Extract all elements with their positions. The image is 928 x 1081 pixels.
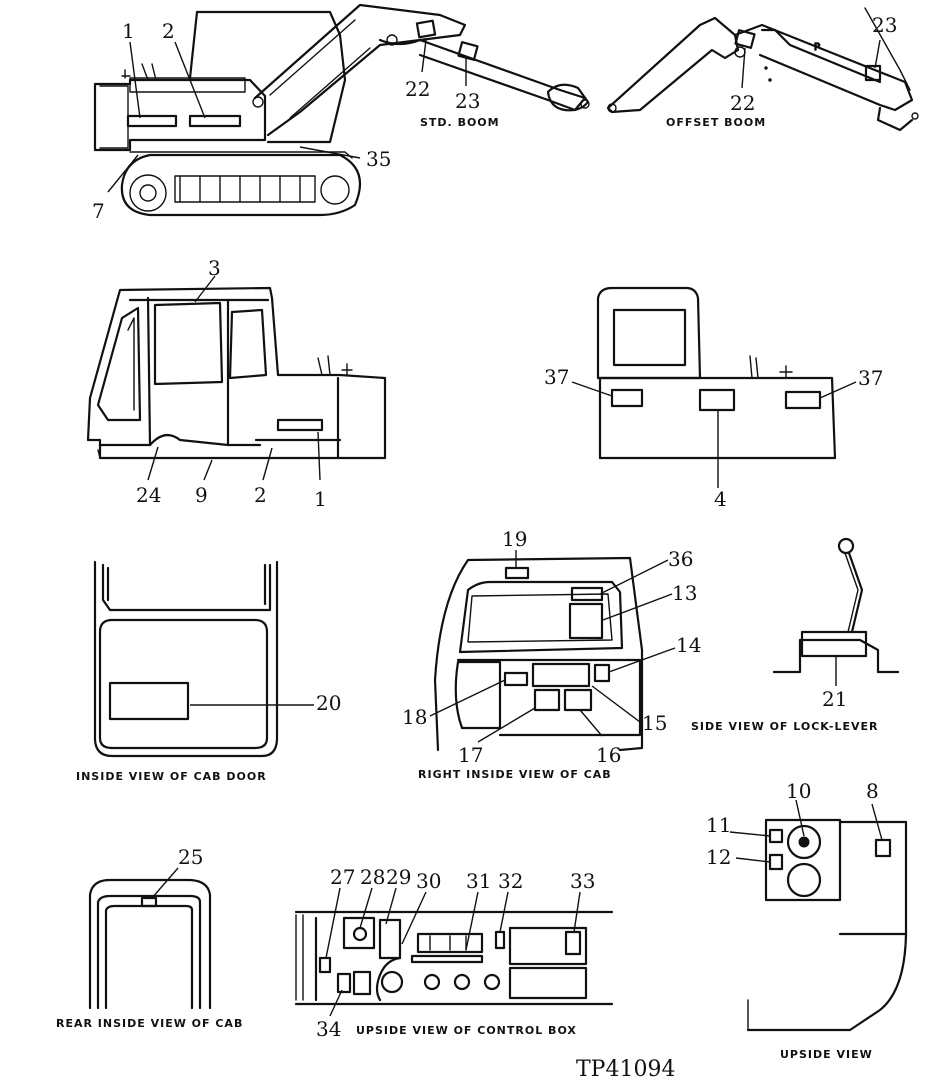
lock-lever-drawing <box>772 537 900 674</box>
callout-13: 13 <box>672 581 697 605</box>
figure-id: TP41094 <box>576 1057 675 1081</box>
callout-27: 27 <box>330 865 355 889</box>
callout-8: 8 <box>866 779 879 803</box>
callout-17: 17 <box>458 743 483 767</box>
callout-4: 4 <box>714 487 727 511</box>
callout-2: 2 <box>162 19 175 43</box>
callout-15: 15 <box>642 711 667 735</box>
callout-22-offset: 22 <box>730 91 755 115</box>
control-callout-leaders <box>325 887 581 1017</box>
lock-lever-caption: SIDE VIEW OF LOCK-LEVER <box>691 720 878 733</box>
callout-37-left: 37 <box>544 365 569 389</box>
callout-23-offset: 23 <box>872 13 897 37</box>
offset-boom-caption: OFFSET BOOM <box>666 116 766 129</box>
callout-1-cab: 1 <box>314 487 327 511</box>
rear-callout-leaders <box>571 381 857 488</box>
callout-33: 33 <box>570 869 595 893</box>
machine-callouts: 1 2 22 23 7 35 <box>92 19 480 223</box>
right-cab-callout-leaders <box>429 550 676 743</box>
callout-34: 34 <box>316 1017 341 1041</box>
cab-side-callout-leaders <box>147 275 321 481</box>
callout-35: 35 <box>366 147 391 171</box>
callout-25: 25 <box>178 845 203 869</box>
callout-25-leader <box>151 867 179 899</box>
rear-inside-cab-drawing <box>88 878 212 1010</box>
std-boom-caption: STD. BOOM <box>420 116 500 129</box>
callout-28: 28 <box>360 865 385 889</box>
callout-24: 24 <box>136 483 161 507</box>
svg-text:P: P <box>814 42 820 53</box>
callout-37-right: 37 <box>858 366 883 390</box>
callout-11: 11 <box>706 813 731 837</box>
upside-view-drawing <box>746 818 908 1032</box>
upside-callout-leaders <box>729 799 883 863</box>
callout-2-cab: 2 <box>254 483 267 507</box>
callout-3: 3 <box>208 256 221 280</box>
control-box-drawing <box>294 910 614 1006</box>
callout-36: 36 <box>668 547 693 571</box>
callout-30: 30 <box>416 869 441 893</box>
callout-1: 1 <box>122 19 135 43</box>
cab-side-view-drawing <box>86 286 387 460</box>
callout-21: 21 <box>822 687 847 711</box>
callout-9: 9 <box>195 483 208 507</box>
upside-view-caption: UPSIDE VIEW <box>780 1048 873 1061</box>
callout-18: 18 <box>402 705 427 729</box>
offset-callout-leaders <box>741 39 881 89</box>
callout-22: 22 <box>405 77 430 101</box>
cab-door-drawing <box>93 560 279 758</box>
std-boom-excavator-drawing <box>93 3 590 217</box>
callout-19: 19 <box>502 527 527 551</box>
callout-31: 31 <box>466 869 491 893</box>
callout-12: 12 <box>706 845 731 869</box>
control-box-caption: UPSIDE VIEW OF CONTROL BOX <box>356 1024 577 1037</box>
callout-10: 10 <box>786 779 811 803</box>
rear-inside-cab-caption: REAR INSIDE VIEW OF CAB <box>56 1017 243 1030</box>
right-inside-cab-drawing <box>433 556 644 752</box>
callout-14: 14 <box>676 633 701 657</box>
callout-16: 16 <box>596 743 621 767</box>
callout-7: 7 <box>92 199 105 223</box>
right-inside-cab-caption: RIGHT INSIDE VIEW OF CAB <box>418 768 612 781</box>
cab-door-caption: INSIDE VIEW OF CAB DOOR <box>76 770 267 783</box>
callout-29: 29 <box>386 865 411 889</box>
offset-boom-drawing: P <box>606 7 919 132</box>
callout-23: 23 <box>455 89 480 113</box>
rear-view-drawing <box>596 286 837 460</box>
machine-callout-leaders <box>107 39 467 193</box>
callout-32: 32 <box>498 869 523 893</box>
callout-20: 20 <box>316 691 341 715</box>
